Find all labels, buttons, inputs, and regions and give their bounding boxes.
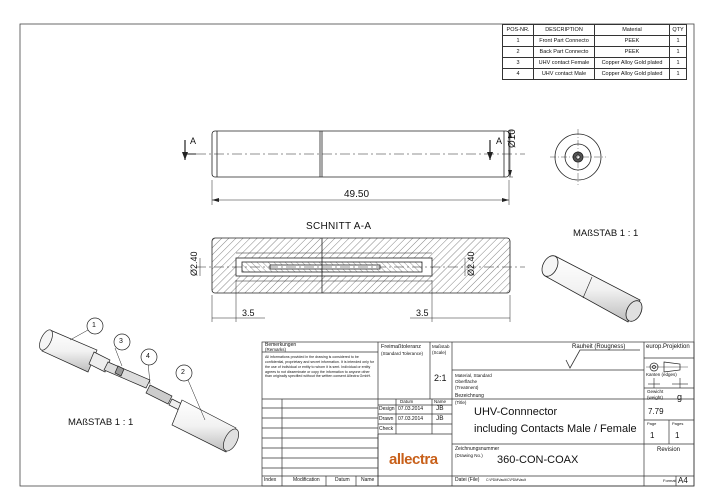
section-title: SCHNITT A-A bbox=[306, 221, 372, 232]
bom-cell: UHV contact Male bbox=[533, 68, 595, 80]
weight-value: 7.79 bbox=[648, 407, 664, 416]
remarks-sub: (Remarks) bbox=[265, 347, 286, 352]
drawing-no-label: Zeichnungsnummer bbox=[455, 446, 500, 452]
remarks-label: Bemerkungen bbox=[265, 342, 297, 348]
table-row: 2 Back Part Connecto PEEK 1 bbox=[502, 46, 687, 58]
designation-label: Bezeichnung bbox=[455, 393, 484, 399]
file-value: C:\PDMVault\C\PDMVault bbox=[486, 478, 526, 482]
table-row: 4 UHV contact Male Copper Alloy Gold pla… bbox=[502, 68, 687, 80]
pages-value: 1 bbox=[675, 431, 680, 440]
page-value: 1 bbox=[650, 431, 655, 440]
bom-header-row: POS-NR. DESCRIPTION Material QTY bbox=[502, 24, 687, 36]
bom-cell: 1 bbox=[669, 57, 687, 69]
table-row: 1 Front Part Connecto PEEK 1 bbox=[502, 35, 687, 47]
balloon-label: 2 bbox=[181, 369, 185, 376]
small-dim-left: 3.5 bbox=[242, 308, 255, 318]
design-date: 07.03.2014 bbox=[398, 406, 424, 412]
drawing-number: 360-CON-COAX bbox=[497, 454, 579, 466]
footer-index: Index bbox=[264, 477, 277, 483]
allectra-logo: allectra bbox=[389, 451, 438, 468]
revision-label: Revision bbox=[657, 447, 681, 453]
row-drawn-label: Drawn bbox=[379, 416, 394, 422]
drawn-name: JB bbox=[436, 415, 444, 422]
material-label: Material, Standard bbox=[455, 373, 492, 378]
bom-cell: Front Part Connecto bbox=[533, 35, 595, 47]
balloon-label: 1 bbox=[92, 322, 96, 329]
format-label: Format bbox=[663, 478, 676, 483]
row-check-label: Check bbox=[379, 426, 394, 432]
bom-header-qty: QTY bbox=[669, 24, 687, 36]
length-dimension: 49.50 bbox=[344, 189, 370, 200]
bom-cell: 1 bbox=[669, 46, 687, 58]
row-design-label: Design bbox=[379, 406, 395, 412]
title-block-grid bbox=[261, 341, 695, 487]
bom-cell: 3 bbox=[502, 57, 534, 69]
col-date-label: Datum bbox=[400, 399, 414, 404]
bom-cell: Copper Alloy Gold plated bbox=[594, 57, 670, 69]
bom-cell: UHV contact Female bbox=[533, 57, 595, 69]
designation-sub: (Title) bbox=[455, 400, 467, 405]
weight-label: Gewicht bbox=[647, 389, 664, 394]
inner-diameter-dim-right: Ø2.40 bbox=[466, 251, 476, 276]
section-mark-right: A bbox=[496, 136, 503, 146]
bom-header-description: DESCRIPTION bbox=[533, 24, 595, 36]
bom-header-material: Material bbox=[594, 24, 670, 36]
balloons bbox=[86, 317, 193, 382]
section-mark-left: A bbox=[190, 136, 197, 146]
projection-label: europ.Projektion bbox=[646, 344, 690, 350]
diameter-dimension: Ø10 bbox=[507, 129, 518, 148]
title-line-1: UHV-Connnector bbox=[474, 406, 558, 418]
section-view bbox=[196, 237, 525, 322]
page-label: Page bbox=[647, 421, 657, 426]
bom-cell: 1 bbox=[669, 68, 687, 80]
bom-cell: 1 bbox=[669, 35, 687, 47]
scale-label-exploded: MAßSTAB 1 : 1 bbox=[68, 417, 134, 428]
projection-symbol-icon bbox=[646, 361, 688, 373]
bom-cell: 1 bbox=[502, 35, 534, 47]
side-view bbox=[182, 130, 525, 205]
surface-label: Oberfläche bbox=[455, 379, 478, 384]
bom-cell: Copper Alloy Gold plated bbox=[594, 68, 670, 80]
footer-date: Datum bbox=[335, 477, 350, 483]
iso-view-right bbox=[541, 255, 643, 323]
weight-sub: (weight) bbox=[647, 395, 664, 400]
table-row: 3 UHV contact Female Copper Alloy Gold p… bbox=[502, 57, 687, 69]
title-line-2: including Contacts Male / Female bbox=[474, 423, 637, 435]
drawing-no-sub: (Drawing No.) bbox=[455, 453, 483, 458]
scale-label-iso: MAßSTAB 1 : 1 bbox=[573, 228, 639, 239]
remarks-text: All informations provided in the drawing… bbox=[265, 355, 375, 379]
format-value: A4 bbox=[678, 476, 688, 485]
scale-box-label: Maßstab bbox=[432, 344, 450, 349]
small-dim-right: 3.5 bbox=[416, 308, 429, 318]
weight-unit: g bbox=[677, 392, 683, 402]
tolerance-label: Freimaßtoleranz bbox=[381, 344, 422, 350]
bom-cell: PEEK bbox=[594, 46, 670, 58]
edges-symbol-icon bbox=[648, 378, 688, 388]
roughness-label: Rauheit (Rougness) bbox=[572, 344, 626, 350]
bom-cell: 2 bbox=[502, 46, 534, 58]
bom-cell: PEEK bbox=[594, 35, 670, 47]
drawn-date: 07.03.2014 bbox=[398, 416, 424, 422]
balloon-label: 3 bbox=[119, 338, 123, 345]
edges-label: Kanten (edges) bbox=[646, 372, 677, 377]
file-label: Datei (File) bbox=[455, 477, 480, 483]
footer-name: Name bbox=[361, 477, 375, 483]
bom-cell: Back Part Connecto bbox=[533, 46, 595, 58]
inner-diameter-dim-left: Ø2.40 bbox=[189, 251, 199, 276]
exploded-view bbox=[39, 329, 239, 453]
design-name: JB bbox=[436, 405, 444, 412]
scale-value: 2:1 bbox=[434, 373, 447, 383]
end-view bbox=[550, 129, 606, 185]
treatment-label: (Treatment) bbox=[455, 385, 479, 390]
bom-cell: 4 bbox=[502, 68, 534, 80]
scale-box-sub: (Scale) bbox=[432, 350, 447, 355]
bom-header-pos: POS-NR. bbox=[502, 24, 534, 36]
footer-modification: Modification bbox=[293, 477, 320, 483]
pages-label: Pages bbox=[672, 421, 684, 426]
col-name-label: Name bbox=[434, 399, 447, 404]
tolerance-sub: (Standard Tolerance) bbox=[381, 351, 423, 356]
bom-table: POS-NR. DESCRIPTION Material QTY 1 Front… bbox=[502, 24, 687, 80]
balloon-label: 4 bbox=[146, 353, 150, 360]
